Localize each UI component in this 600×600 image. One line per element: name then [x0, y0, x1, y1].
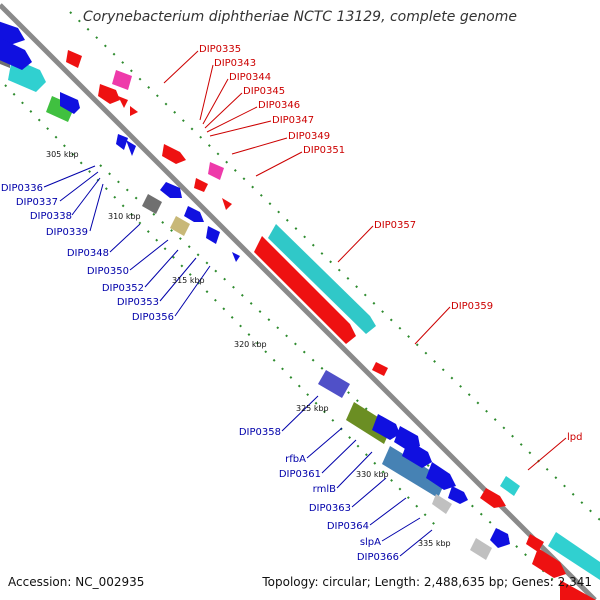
gene-arrow — [372, 414, 400, 440]
gene-features — [0, 21, 600, 600]
gene-arrow — [426, 462, 456, 490]
gene-arrow — [98, 84, 120, 104]
gene-arrow — [470, 538, 492, 560]
forward-gene-labels: DIP0335 DIP0343 DIP0344 DIP0345 DIP0346 … — [199, 44, 582, 443]
gene-label-DIP0343: DIP0343 — [214, 58, 256, 69]
tick-label-335: 335 kbp — [418, 539, 451, 548]
tick-label-320: 320 kbp — [234, 340, 267, 349]
gene-arrow — [112, 70, 132, 90]
gene-label-DIP0358: DIP0358 — [239, 427, 281, 438]
gene-label-DIP0336: DIP0336 — [1, 183, 43, 194]
gene-label-slpA: slpA — [360, 537, 381, 548]
gene-arrow — [0, 21, 25, 45]
gene-label-DIP0366: DIP0366 — [357, 552, 399, 563]
gene-label-DIP0351: DIP0351 — [303, 145, 345, 156]
topology-text: Topology: circular; Length: 2,488,635 bp… — [262, 575, 592, 589]
gene-label-DIP0361: DIP0361 — [279, 469, 321, 480]
gene-arrow — [480, 488, 506, 508]
gene-label-DIP0337: DIP0337 — [16, 197, 58, 208]
gene-arrow — [526, 534, 544, 552]
tick-label-330: 330 kbp — [356, 470, 389, 479]
gene-label-DIP0347: DIP0347 — [272, 115, 314, 126]
gene-arrow — [448, 486, 468, 504]
tick-label-305: 305 kbp — [46, 150, 79, 159]
map-title: Corynebacterium diphtheriae NCTC 13129, … — [82, 9, 518, 25]
gene-label-DIP0335: DIP0335 — [199, 44, 241, 55]
gene-arrow — [532, 548, 566, 578]
reverse-leader-lines — [43, 165, 433, 557]
gene-arrow — [130, 106, 138, 116]
gene-arrow — [46, 96, 75, 122]
reverse-gene-labels: DIP0336 DIP0337 DIP0338 DIP0339 DIP0348 … — [1, 183, 399, 563]
gene-arrow — [500, 476, 520, 496]
gene-arrow — [402, 440, 432, 468]
gene-arrow — [194, 178, 208, 192]
gene-arrow — [382, 446, 446, 498]
kbp-tick-labels: 305 kbp 310 kbp 315 kbp 320 kbp 325 kbp … — [46, 150, 451, 548]
gene-label-DIP0346: DIP0346 — [258, 100, 300, 111]
gene-label-DIP0350: DIP0350 — [87, 266, 129, 277]
gene-arrow — [206, 226, 220, 244]
gene-arrow — [118, 96, 128, 108]
genome-backbone — [0, 3, 597, 600]
gene-arrow — [184, 206, 204, 222]
gene-arrow — [66, 50, 82, 68]
gene-arrow — [232, 252, 240, 262]
gene-arrow — [126, 140, 136, 156]
gene-arrow — [60, 92, 80, 114]
tick-label-310: 310 kbp — [108, 212, 141, 221]
gene-arrow — [160, 182, 182, 198]
gene-label-DIP0345: DIP0345 — [243, 86, 285, 97]
accession-text: Accession: NC_002935 — [8, 575, 145, 589]
gene-arrow — [208, 162, 224, 180]
gene-label-lpd: lpd — [567, 432, 582, 443]
gene-arrow — [142, 194, 162, 214]
gene-label-DIP0349: DIP0349 — [288, 131, 330, 142]
gene-label-DIP0364: DIP0364 — [327, 521, 369, 532]
gene-DIP0357-arrow — [268, 224, 376, 334]
gene-arrow — [372, 362, 388, 376]
gene-label-DIP0339: DIP0339 — [46, 227, 88, 238]
gene-arrow — [170, 216, 190, 236]
gene-label-rmlB: rmlB — [313, 484, 336, 495]
gene-label-DIP0357: DIP0357 — [374, 220, 416, 231]
tick-label-325: 325 kbp — [296, 404, 329, 413]
gene-arrow — [318, 370, 350, 398]
gene-arrow — [560, 580, 596, 600]
gene-arrow — [116, 134, 128, 150]
tick-label-315: 315 kbp — [172, 276, 205, 285]
gene-label-rfbA: rfbA — [285, 454, 306, 465]
gene-label-DIP0356: DIP0356 — [132, 312, 174, 323]
gene-label-DIP0359: DIP0359 — [451, 301, 493, 312]
gene-arrow — [432, 494, 452, 514]
gene-DIP0357-red — [254, 236, 356, 344]
gene-label-DIP0363: DIP0363 — [309, 503, 351, 514]
forward-leader-lines — [163, 50, 567, 471]
gene-arrow — [548, 532, 600, 580]
gene-label-DIP0353: DIP0353 — [117, 297, 159, 308]
gene-arrow — [162, 144, 186, 164]
gene-arrow — [222, 198, 232, 210]
gene-label-DIP0344: DIP0344 — [229, 72, 271, 83]
gene-label-DIP0352: DIP0352 — [102, 283, 144, 294]
gene-arrow — [490, 528, 510, 548]
gene-arrow — [0, 38, 32, 70]
gene-label-DIP0348: DIP0348 — [67, 248, 109, 259]
gene-label-DIP0338: DIP0338 — [30, 211, 72, 222]
